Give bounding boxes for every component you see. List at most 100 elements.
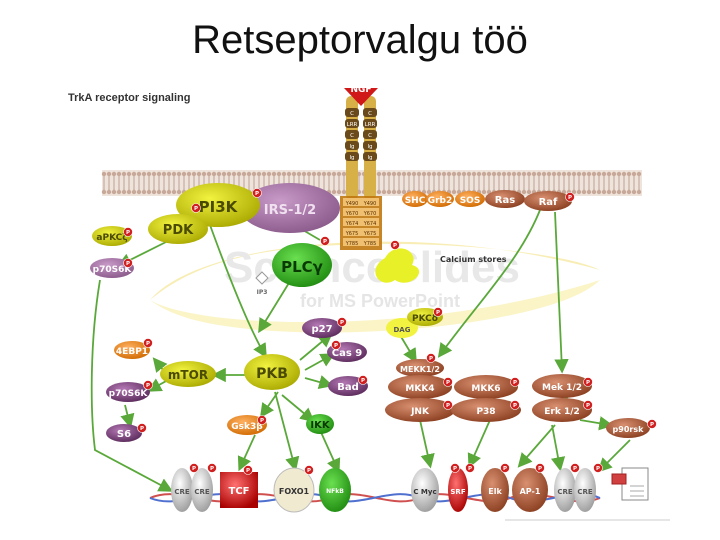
lipid-head (386, 189, 392, 195)
phospho-site (343, 228, 361, 236)
node-sos: SOS (455, 191, 485, 207)
phospho-p-label: P (573, 466, 577, 472)
phospho-site-label: Y490 (345, 201, 359, 207)
phospho-p-label: P (194, 206, 198, 212)
svg-text:PI3K: PI3K (199, 198, 239, 216)
lipid-head (456, 171, 462, 177)
receptor-domain-label: Ig (349, 144, 354, 150)
document-icon[interactable] (611, 467, 649, 501)
lipid-head (281, 171, 287, 177)
lipid-head (421, 171, 427, 177)
phospho-p-label: P (513, 380, 517, 386)
lipid-head (426, 171, 432, 177)
lipid-head (636, 189, 642, 195)
node-p90: p90rsk (606, 418, 650, 438)
receptor-domain (363, 141, 377, 150)
lipid-head (101, 171, 107, 177)
lipid-head (591, 171, 597, 177)
lipid-head (141, 189, 147, 195)
tf-cre-right-2: CRE (574, 468, 596, 512)
tf-cre-right-1: CRE (554, 468, 576, 512)
phospho-p-icon (443, 377, 453, 387)
lipid-head (611, 189, 617, 195)
phospho-p-label: P (146, 341, 150, 347)
svg-text:MEKK1/2: MEKK1/2 (400, 365, 440, 374)
lipid-head (571, 171, 577, 177)
lipid-head (481, 171, 487, 177)
svg-text:NFkB: NFkB (326, 488, 344, 495)
phospho-site (361, 198, 379, 206)
lipid-head (596, 189, 602, 195)
phospho-p-label: P (340, 320, 344, 326)
lipid-head (471, 171, 477, 177)
lipid-head (256, 171, 262, 177)
phospho-p-icon (257, 415, 267, 425)
svg-text:Elk: Elk (488, 487, 502, 496)
phospho-p-icon (500, 463, 510, 473)
lipid-head (191, 171, 197, 177)
svg-text:Bad: Bad (337, 382, 359, 393)
phospho-site-label: Y670 (363, 211, 377, 217)
svg-text:P38: P38 (476, 407, 495, 417)
lipid-head (466, 171, 472, 177)
receptor-domain (345, 119, 359, 128)
lipid-head (401, 189, 407, 195)
svg-text:AP-1: AP-1 (520, 487, 541, 496)
lipid-head (166, 171, 172, 177)
lipid-head (236, 171, 242, 177)
node-irs: IRS-1/2 (240, 183, 340, 233)
lipid-head (526, 189, 532, 195)
lipid-head (141, 171, 147, 177)
lipid-head (176, 189, 182, 195)
lipid-head (401, 171, 407, 177)
svg-text:C Myc: C Myc (413, 488, 436, 496)
lipid-head (376, 171, 382, 177)
phospho-p-label: P (146, 383, 150, 389)
phospho-p-label: P (260, 418, 264, 424)
phospho-p-icon (331, 340, 341, 350)
lipid-head (336, 171, 342, 177)
lipid-head (636, 171, 642, 177)
svg-text:MKK4: MKK4 (405, 384, 434, 394)
phospho-p-icon (123, 227, 133, 237)
svg-text:Mek 1/2: Mek 1/2 (542, 383, 582, 393)
watermark-line2: for MS PowerPoint (300, 291, 460, 311)
lipid-head (111, 189, 117, 195)
lipid-head (616, 171, 622, 177)
node-erk: Erk 1/2 (532, 398, 592, 422)
svg-text:IP3: IP3 (257, 289, 268, 296)
lipid-head (591, 189, 597, 195)
phospho-p-icon (510, 400, 520, 410)
svg-text:Cas 9: Cas 9 (332, 348, 363, 359)
lipid-head (291, 171, 297, 177)
svg-text:IKK: IKK (310, 420, 330, 431)
lipid-head (326, 171, 332, 177)
lipid-head (131, 171, 137, 177)
lipid-head (451, 171, 457, 177)
phospho-p-label: P (323, 239, 327, 245)
lipid-head (556, 171, 562, 177)
phospho-p-label: P (126, 261, 130, 267)
tf-srf: SRF (448, 468, 468, 512)
lipid-head (106, 171, 112, 177)
lipid-head (451, 189, 457, 195)
lipid-head (331, 189, 337, 195)
svg-text:SHC: SHC (405, 196, 426, 206)
lipid-head (581, 171, 587, 177)
lipid-head (231, 171, 237, 177)
receptor-domain (363, 130, 377, 139)
lipid-head (251, 171, 257, 177)
lipid-head (146, 189, 152, 195)
phospho-p-icon (583, 377, 593, 387)
lipid-head (596, 171, 602, 177)
lipid-head (626, 189, 632, 195)
svg-text:PKCδ: PKCδ (412, 314, 438, 324)
lipid-head (606, 171, 612, 177)
phospho-p-icon (593, 463, 603, 473)
lipid-head (296, 171, 302, 177)
phospho-p-icon (320, 236, 330, 246)
lipid-head (521, 189, 527, 195)
phospho-p-label: P (596, 466, 600, 472)
lipid-head (376, 189, 382, 195)
svg-text:CRE: CRE (174, 488, 190, 496)
